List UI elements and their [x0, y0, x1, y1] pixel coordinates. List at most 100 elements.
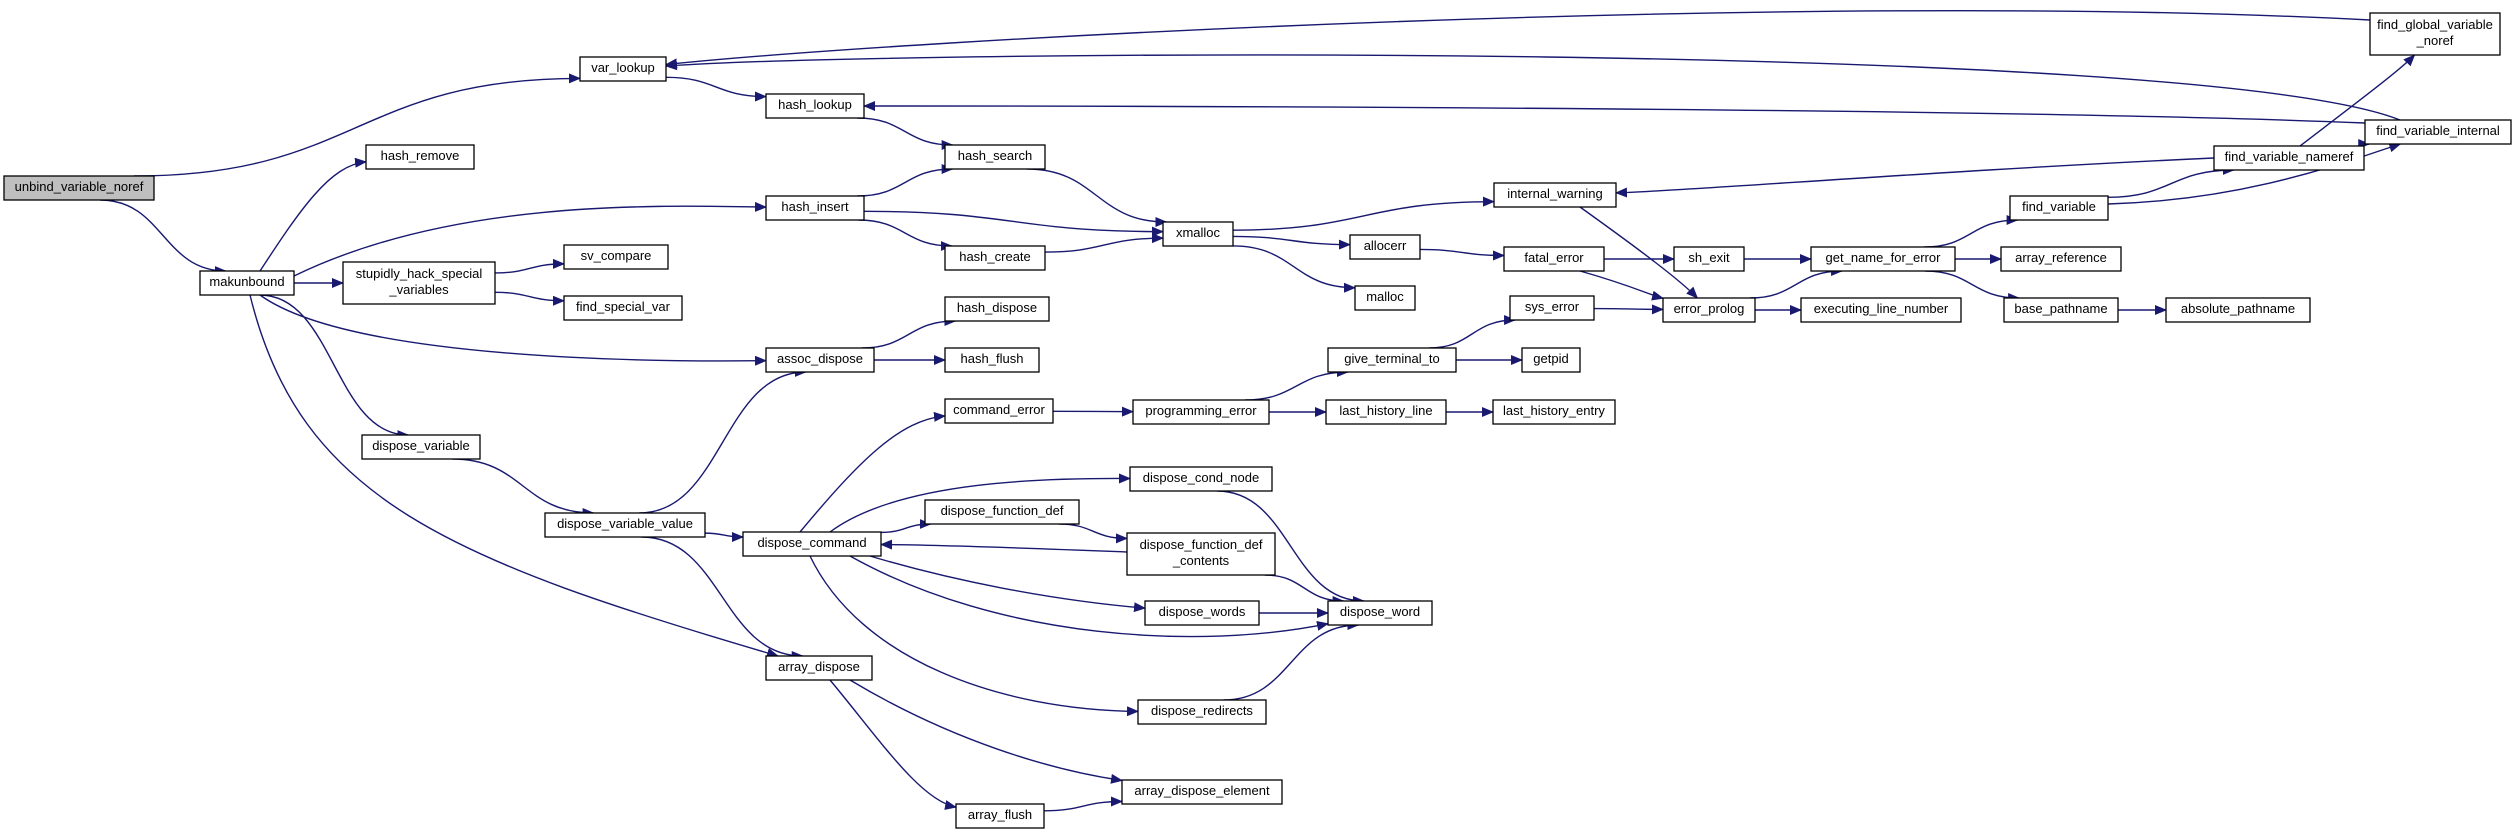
- node-box: [2364, 119, 2512, 145]
- node-box: [1521, 347, 1581, 373]
- node-find-variable[interactable]: find_variable: [2009, 195, 2109, 221]
- node-sv-compare[interactable]: sv_compare: [563, 244, 669, 270]
- node-unbind[interactable]: unbind_variable_noref: [3, 175, 155, 201]
- node-give-terminal-to[interactable]: give_terminal_to: [1327, 347, 1457, 373]
- node-internal-warning[interactable]: internal_warning: [1493, 182, 1617, 208]
- node-makunbound[interactable]: makunbound: [199, 270, 295, 296]
- node-error-prolog[interactable]: error_prolog: [1662, 297, 1756, 323]
- node-programming-error[interactable]: programming_error: [1132, 399, 1270, 425]
- node-command-error[interactable]: command_error: [944, 398, 1054, 424]
- node-label: fatal_error: [1524, 250, 1584, 265]
- edge-internal-warning-to-error-prolog: [1579, 206, 1699, 299]
- node-hash-remove[interactable]: hash_remove: [365, 144, 475, 170]
- node-label: find_special_var: [576, 299, 671, 314]
- node-find-variable-nameref[interactable]: find_variable_nameref: [2213, 145, 2365, 171]
- node-find-global-variable-noref[interactable]: find_global_variable_noref: [2369, 12, 2501, 56]
- node-executing-line-number[interactable]: executing_line_number: [1800, 297, 1962, 323]
- node-fatal-error[interactable]: fatal_error: [1503, 246, 1605, 272]
- node-box: [944, 296, 1050, 322]
- node-box: [1493, 182, 1617, 208]
- edge-find-variable-to-find-variable-nameref: [2107, 165, 2235, 199]
- node-array-flush[interactable]: array_flush: [955, 803, 1045, 829]
- edge-dispose-function-def-contents-to-dispose-word: [1264, 574, 1345, 606]
- node-label: getpid: [1533, 351, 1568, 366]
- edge-stupidly-to-find-special-var: [494, 291, 565, 306]
- node-box: [955, 803, 1045, 829]
- node-find-special-var[interactable]: find_special_var: [563, 295, 683, 321]
- edge-hash-lookup-to-hash-search: [857, 117, 954, 150]
- edge-dispose-command-to-dispose-word: [849, 555, 1329, 638]
- node-dispose-command[interactable]: dispose_command: [742, 531, 882, 557]
- node-label: array_flush: [968, 807, 1032, 822]
- node-array-dispose-element[interactable]: array_dispose_element: [1121, 779, 1283, 805]
- node-dispose-function-def[interactable]: dispose_function_def: [924, 499, 1080, 525]
- node-hash-create[interactable]: hash_create: [944, 245, 1046, 271]
- node-dispose-words[interactable]: dispose_words: [1144, 600, 1260, 626]
- node-label: xmalloc: [1176, 225, 1221, 240]
- node-label: command_error: [953, 402, 1045, 417]
- node-var-lookup[interactable]: var_lookup: [579, 56, 667, 82]
- edge-error-prolog-to-get-name-for-error: [1749, 266, 1844, 299]
- node-box: [944, 144, 1046, 170]
- node-label: assoc_dispose: [777, 351, 863, 366]
- node-label: malloc: [1366, 289, 1404, 304]
- node-base-pathname[interactable]: base_pathname: [2003, 297, 2119, 323]
- node-hash-dispose[interactable]: hash_dispose: [944, 296, 1050, 322]
- node-malloc[interactable]: malloc: [1354, 285, 1416, 311]
- edge-makunbound-to-dispose-variable: [259, 294, 410, 440]
- node-box: [765, 195, 865, 221]
- node-box: [2369, 12, 2501, 56]
- node-box: [1503, 246, 1605, 272]
- node-box: [1327, 600, 1433, 626]
- node-getpid[interactable]: getpid: [1521, 347, 1581, 373]
- edge-dispose-function-def-to-dispose-function-def-contents: [1058, 523, 1128, 544]
- node-label: hash_remove: [381, 148, 460, 163]
- node-label: dispose_variable_value: [557, 516, 693, 531]
- node-box: [342, 261, 496, 305]
- node-dispose-variable-value[interactable]: dispose_variable_value: [544, 512, 706, 538]
- edge-allocerr-to-fatal-error: [1419, 248, 1505, 261]
- node-hash-lookup[interactable]: hash_lookup: [765, 93, 865, 119]
- node-dispose-word[interactable]: dispose_word: [1327, 600, 1433, 626]
- node-assoc-dispose[interactable]: assoc_dispose: [765, 347, 875, 373]
- node-last-history-line[interactable]: last_history_line: [1325, 399, 1447, 425]
- node-label: dispose_words: [1159, 604, 1246, 619]
- node-box: [1810, 246, 1956, 272]
- node-find-variable-internal[interactable]: find_variable_internal: [2364, 119, 2512, 145]
- edge-array-dispose-to-array-dispose-element: [849, 679, 1123, 784]
- node-box: [944, 245, 1046, 271]
- node-stupidly[interactable]: stupidly_hack_special_variables: [342, 261, 496, 305]
- node-label: dispose_cond_node: [1143, 470, 1259, 485]
- node-get-name-for-error[interactable]: get_name_for_error: [1810, 246, 1956, 272]
- node-xmalloc[interactable]: xmalloc: [1162, 221, 1234, 247]
- edge-makunbound-to-hash-remove: [259, 157, 367, 272]
- node-label: find_variable: [2022, 199, 2096, 214]
- node-label: dispose_word: [1340, 604, 1420, 619]
- node-label: dispose_variable: [372, 438, 470, 453]
- node-label: makunbound: [209, 274, 284, 289]
- node-box: [742, 531, 882, 557]
- node-box: [1137, 699, 1267, 725]
- node-label: hash_lookup: [778, 97, 852, 112]
- node-label: executing_line_number: [1814, 301, 1949, 316]
- node-dispose-cond-node[interactable]: dispose_cond_node: [1129, 466, 1273, 492]
- node-array-reference[interactable]: array_reference: [2000, 246, 2122, 272]
- node-label: unbind_variable_noref: [15, 179, 144, 194]
- node-dispose-function-def-contents[interactable]: dispose_function_def_contents: [1126, 532, 1276, 576]
- node-dispose-variable[interactable]: dispose_variable: [361, 434, 481, 460]
- edge-find-variable-internal-to-var-lookup: [665, 54, 2401, 121]
- node-last-history-entry[interactable]: last_history_entry: [1492, 399, 1616, 425]
- node-sh-exit[interactable]: sh_exit: [1673, 246, 1745, 272]
- node-allocerr[interactable]: allocerr: [1349, 234, 1421, 260]
- node-hash-search[interactable]: hash_search: [944, 144, 1046, 170]
- edge-find-variable-nameref-to-internal-warning: [1615, 157, 2215, 198]
- edge-dispose-command-to-dispose-redirects: [809, 555, 1139, 717]
- node-absolute-pathname[interactable]: absolute_pathname: [2165, 297, 2311, 323]
- node-box: [1144, 600, 1260, 626]
- node-hash-flush[interactable]: hash_flush: [944, 347, 1040, 373]
- node-sys-error[interactable]: sys_error: [1509, 295, 1595, 321]
- node-dispose-redirects[interactable]: dispose_redirects: [1137, 699, 1267, 725]
- node-label: hash_search: [958, 148, 1032, 163]
- node-array-dispose[interactable]: array_dispose: [765, 655, 873, 681]
- node-hash-insert[interactable]: hash_insert: [765, 195, 865, 221]
